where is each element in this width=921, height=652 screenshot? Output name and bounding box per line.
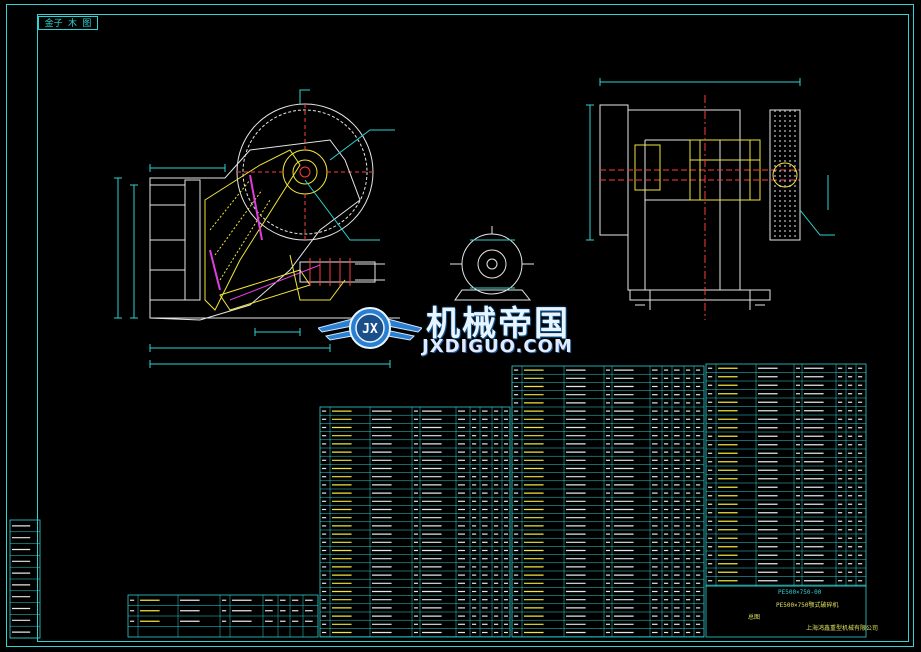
title-block-assembly: 总图: [748, 614, 761, 621]
side-elevation-view: [586, 78, 835, 320]
site-watermark: JX 机械帝国 JXDIGUO.COM: [318, 296, 618, 360]
outer-border: [6, 4, 914, 647]
winged-gear-icon: JX: [318, 307, 422, 349]
bom-table-rows: [10, 364, 866, 639]
watermark-subtitle: JXDIGUO.COM: [422, 336, 573, 357]
title-block-drawing-no: PE500×750-00: [778, 589, 822, 596]
logo-text: JX: [362, 322, 378, 337]
corner-title-tag: 金子 木 图: [38, 16, 98, 30]
title-block-company: 上海鸿鑫重型机械有限公司: [806, 625, 879, 632]
inner-border: [37, 14, 909, 642]
front-elevation-view: [114, 89, 534, 368]
watermark-title: 机械帝国: [426, 304, 570, 344]
title-block-product: PE500×750颚式破碎机: [776, 602, 839, 609]
